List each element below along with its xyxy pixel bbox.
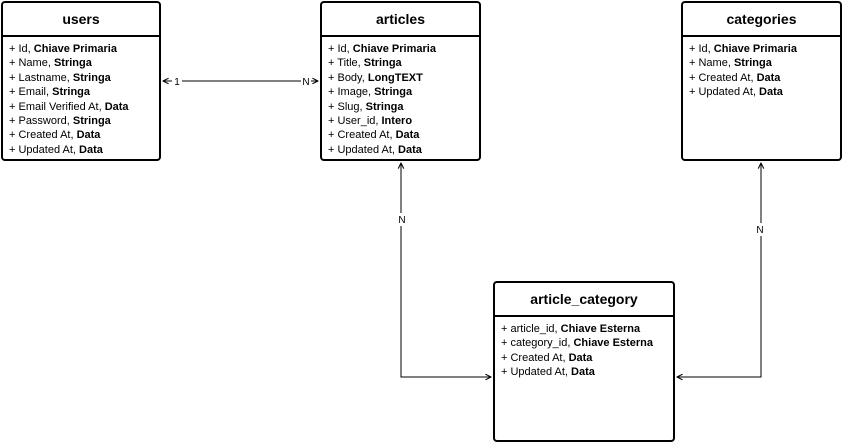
entity-field: + Name, Stringa: [9, 56, 159, 70]
field-name: + Id,: [328, 43, 353, 55]
field-type: Data: [398, 143, 422, 156]
field-name: + Created At,: [9, 129, 77, 142]
field-list: + Id, Chiave Primaria + Title, Stringa +…: [322, 37, 479, 157]
entity-field: + Updated At, Data: [328, 143, 479, 157]
entity-title: articles: [322, 3, 479, 37]
field-name: + Id,: [689, 43, 714, 55]
field-name: + Updated At,: [501, 366, 572, 379]
cardinality-label-article-category: N: [398, 215, 405, 226]
entity-field: + Name, Stringa: [689, 56, 840, 70]
relation-categories-article-category[interactable]: [677, 163, 761, 377]
field-name: + Body,: [328, 71, 368, 84]
entity-title: categories: [683, 3, 840, 37]
entity-field: + Password, Stringa: [9, 114, 159, 128]
entity-field: + Created At, Data: [501, 351, 673, 365]
field-type: Data: [76, 129, 101, 142]
field-type: Stringa: [374, 86, 413, 99]
entity-field: + article_id, Chiave Esterna: [501, 322, 673, 336]
field-name: + Lastname,: [9, 71, 73, 84]
field-type: Stringa: [733, 57, 772, 70]
entity-articles[interactable]: articles + Id, Chiave Primaria + Title, …: [320, 1, 481, 161]
field-type: Data: [568, 351, 593, 364]
entity-field: + Title, Stringa: [328, 56, 479, 70]
field-name: + Name,: [9, 57, 54, 70]
cardinality-label-categories: N: [756, 225, 763, 236]
field-type: Stringa: [365, 100, 404, 113]
field-name: + Email Verified At,: [9, 100, 105, 113]
field-name: + Created At,: [689, 71, 757, 84]
field-name: + Created At,: [328, 129, 396, 142]
entity-field: + Email, Stringa: [9, 85, 159, 99]
entity-field: + category_id, Chiave Esterna: [501, 336, 673, 350]
cardinality-label-articles: N: [302, 77, 309, 88]
entity-field: + Image, Stringa: [328, 85, 479, 99]
field-name: + Password,: [9, 115, 73, 128]
field-type: Chiave Primaria: [713, 43, 797, 55]
field-type: Stringa: [53, 57, 92, 70]
field-name: + Updated At,: [328, 143, 399, 156]
field-list: + article_id, Chiave Esterna + category_…: [495, 317, 673, 380]
entity-field: + Created At, Data: [689, 71, 840, 85]
entity-field: + Updated At, Data: [9, 143, 159, 157]
field-name: + Updated At,: [689, 86, 760, 99]
field-name: + Name,: [689, 57, 734, 70]
field-type: Chiave Esterna: [573, 337, 653, 350]
field-name: + Email,: [9, 86, 53, 99]
entity-field: + Id, Chiave Primaria: [9, 42, 159, 56]
field-name: + article_id,: [501, 323, 561, 335]
field-list: + Id, Chiave Primaria + Name, Stringa + …: [683, 37, 840, 100]
entity-field: + Created At, Data: [9, 128, 159, 142]
field-list: + Id, Chiave Primaria + Name, Stringa + …: [3, 37, 159, 157]
entity-field: + Id, Chiave Primaria: [328, 42, 479, 56]
entity-field: + Body, LongTEXT: [328, 71, 479, 85]
field-type: Stringa: [72, 115, 111, 128]
entity-field: + Created At, Data: [328, 128, 479, 142]
field-type: Chiave Primaria: [33, 43, 117, 55]
entity-field: + Updated At, Data: [501, 365, 673, 379]
entity-field: + Updated At, Data: [689, 85, 840, 99]
field-name: + Id,: [9, 43, 34, 55]
field-name: + Image,: [328, 86, 375, 99]
entity-article-category[interactable]: article_category + article_id, Chiave Es…: [493, 281, 675, 442]
field-type: Data: [104, 100, 129, 113]
field-type: Stringa: [72, 71, 111, 84]
field-type: LongTEXT: [367, 71, 423, 84]
relation-articles-article-category[interactable]: [401, 163, 491, 377]
entity-title: users: [3, 3, 159, 37]
field-name: + User_id,: [328, 115, 382, 128]
field-name: + Created At,: [501, 351, 569, 364]
entity-field: + Id, Chiave Primaria: [689, 42, 840, 56]
field-name: + Slug,: [328, 100, 366, 113]
field-name: + category_id,: [501, 337, 574, 350]
field-type: Data: [79, 143, 103, 156]
cardinality-label-users: 1: [174, 77, 180, 88]
entity-categories[interactable]: categories + Id, Chiave Primaria + Name,…: [681, 1, 842, 161]
entity-field: + Slug, Stringa: [328, 100, 479, 114]
field-type: Data: [756, 71, 781, 84]
entity-field: + Lastname, Stringa: [9, 71, 159, 85]
field-type: Stringa: [363, 57, 402, 70]
field-type: Chiave Primaria: [352, 43, 436, 55]
entity-field: + Email Verified At, Data: [9, 100, 159, 114]
field-type: Chiave Esterna: [560, 323, 641, 335]
entity-title: article_category: [495, 283, 673, 317]
field-type: Data: [759, 86, 783, 99]
field-name: + Title,: [328, 57, 364, 70]
entity-users[interactable]: users + Id, Chiave Primaria + Name, Stri…: [1, 1, 161, 161]
field-type: Data: [395, 129, 420, 142]
field-type: Intero: [381, 115, 413, 128]
field-type: Data: [571, 366, 595, 379]
field-name: + Updated At,: [9, 143, 80, 156]
field-type: Stringa: [52, 86, 91, 99]
entity-field: + User_id, Intero: [328, 114, 479, 128]
